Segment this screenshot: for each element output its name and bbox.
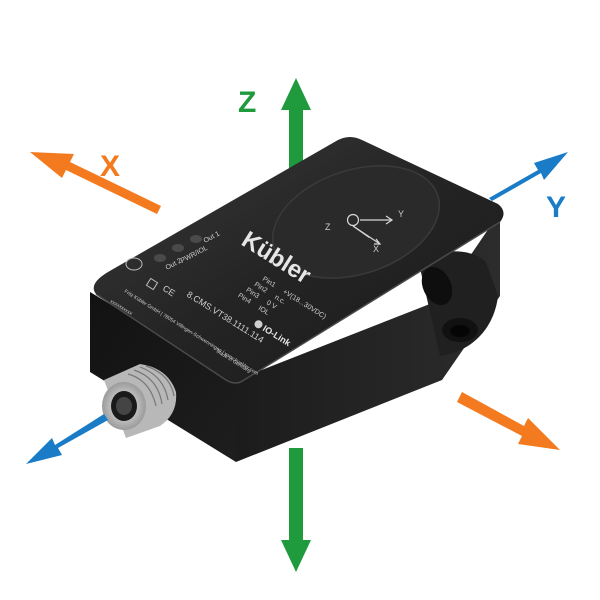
z-down-arrow-icon <box>281 448 311 572</box>
pin2-value: n.c. <box>273 294 286 306</box>
y-axis-label: Y <box>546 191 566 224</box>
io-link-logo-icon <box>254 320 263 329</box>
led-out2-icon <box>154 254 166 262</box>
ul-mark-icon <box>125 257 143 271</box>
sensor-housing: Y X Z Out 1 PWR/IOL Out 2 Kübler Pin1 +V… <box>90 137 504 462</box>
led-out1-icon <box>190 235 202 243</box>
z-up-arrow-icon <box>281 78 311 222</box>
y-lower-arrow-icon <box>26 414 108 464</box>
dial-label-y: Y <box>398 209 404 219</box>
x-lower-arrow-icon <box>457 392 560 450</box>
pin4-value: IOL <box>257 305 270 317</box>
led-pwr-icon <box>172 244 184 252</box>
manual-icon <box>145 277 159 291</box>
pin3-value: 0 V <box>265 300 278 312</box>
dial-axes-icon <box>346 213 394 245</box>
dial-label-z: Z <box>325 222 331 232</box>
x-axis-label: X <box>100 150 120 183</box>
m12-connector-icon <box>102 364 177 438</box>
z-axis-label: Z <box>238 86 256 119</box>
dial-circle <box>271 165 441 279</box>
x-upper-arrow-icon <box>30 152 161 214</box>
dial-label-x: X <box>373 244 379 254</box>
y-upper-arrow-icon <box>489 152 568 201</box>
